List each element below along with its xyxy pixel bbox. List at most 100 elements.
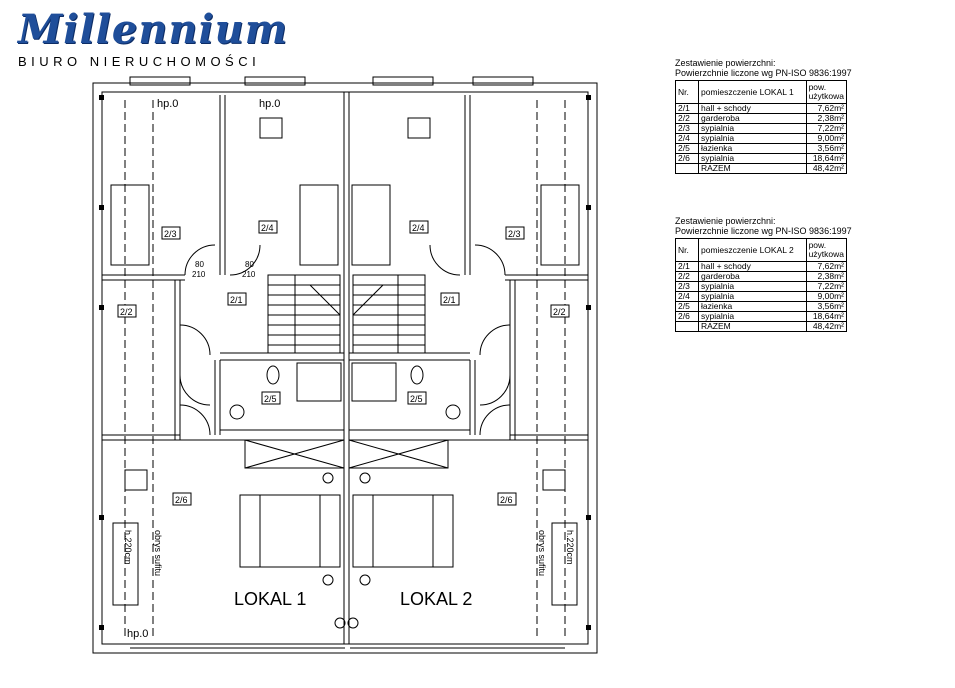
room-label: 2/4 xyxy=(261,223,274,233)
ceiling-outline-right: obrys sufitu xyxy=(537,530,547,576)
door-arc-r5 xyxy=(479,404,511,436)
cell-room: hall + schody xyxy=(698,103,807,114)
company-logo: Millennium BIURO NIERUCHOMOŚCI xyxy=(18,8,318,70)
area-table-2: Zestawienie powierzchni: Powierzchnie li… xyxy=(675,216,875,332)
lamp-1 xyxy=(322,472,334,484)
outer-wall-outer xyxy=(92,82,598,654)
cell-area: 9,00m² xyxy=(805,133,848,144)
room-label: 2/6 xyxy=(175,495,188,505)
cell-area: 7,62m² xyxy=(805,103,848,114)
cell-nr: 2/4 xyxy=(675,133,699,144)
room-label: 2/2 xyxy=(120,307,133,317)
cell-room: sypialnia xyxy=(698,153,807,164)
cabinet-right xyxy=(348,439,449,469)
cell-area: 9,00m² xyxy=(805,291,848,302)
cell-nr: 2/6 xyxy=(675,153,699,164)
party-wall xyxy=(343,91,350,645)
cell-nr: 2/5 xyxy=(675,143,699,154)
hp-label-3: hp.0 xyxy=(127,628,148,640)
cell-area: 3,56m² xyxy=(805,301,848,312)
cell-area: 2,38m² xyxy=(805,113,848,124)
room-label: 2/5 xyxy=(264,394,277,404)
cell-area: 2,38m² xyxy=(805,271,848,282)
stairs-left-treads xyxy=(268,275,341,353)
cell-area: 48,42m² xyxy=(805,163,848,174)
cell-nr: 2/3 xyxy=(675,281,699,292)
cell-room: garderoba xyxy=(698,271,807,282)
door-arc-l4 xyxy=(179,374,211,406)
cell-area: 7,62m² xyxy=(805,261,848,272)
cell-area: 18,64m² xyxy=(805,311,848,322)
window-top-4 xyxy=(472,76,534,86)
bed-room26-right xyxy=(352,494,454,568)
cell-area: 3,56m² xyxy=(805,143,848,154)
cell-nr: 2/6 xyxy=(675,311,699,322)
area-table-1: Zestawienie powierzchni: Powierzchnie li… xyxy=(675,58,875,174)
window-top-3 xyxy=(372,76,434,86)
sink-left xyxy=(229,404,245,420)
cell-area: 48,42m² xyxy=(805,321,848,332)
entry-circle-2 xyxy=(347,617,359,629)
header-nr: Nr. xyxy=(675,238,699,262)
bed-room24-left xyxy=(299,184,339,266)
room-label: 2/3 xyxy=(164,229,177,239)
cell-nr: 2/2 xyxy=(675,271,699,282)
cell-nr: 2/1 xyxy=(675,261,699,272)
cell-room: sypialnia xyxy=(698,281,807,292)
cabinet-left xyxy=(244,439,345,469)
floor-plan: hp.0 hp.0 hp.0 80 210 80 210 LOKAL 1 LOK… xyxy=(92,76,598,654)
cell-area: 7,22m² xyxy=(805,123,848,134)
door-arc-r3 xyxy=(479,324,511,356)
cell-area: 18,64m² xyxy=(805,153,848,164)
room-label: 2/1 xyxy=(230,295,243,305)
cell-nr: 2/4 xyxy=(675,291,699,302)
room-label: 2/6 xyxy=(500,495,513,505)
cell-nr: 2/3 xyxy=(675,123,699,134)
room-label: 2/1 xyxy=(443,295,456,305)
hp-label-2: hp.0 xyxy=(259,98,280,110)
header-nr: Nr. xyxy=(675,80,699,104)
cell-room: sypialnia xyxy=(698,123,807,134)
area-table: Nr. pomieszczenie LOKAL 2 pow. użytkowa … xyxy=(675,238,848,332)
ceiling-box-left xyxy=(112,522,139,606)
toilet-right xyxy=(410,365,424,385)
cell-room: garderoba xyxy=(698,113,807,124)
door-arc-l5 xyxy=(179,404,211,436)
shower-right xyxy=(351,362,397,402)
bed-room23-right xyxy=(540,184,580,266)
door1-width: 80 xyxy=(195,260,204,269)
room-label: 2/5 xyxy=(410,394,423,404)
sink-right xyxy=(445,404,461,420)
unit-label-2: LOKAL 2 xyxy=(400,589,472,609)
table-title-line1: Zestawienie powierzchni: xyxy=(675,58,776,68)
header-room: pomieszczenie LOKAL 2 xyxy=(698,238,807,262)
shower-left xyxy=(296,362,342,402)
stairs-left xyxy=(267,274,341,354)
logo-brand: Millennium xyxy=(18,6,289,53)
unit-label-1: LOKAL 1 xyxy=(234,589,306,609)
cell-room: łazienka xyxy=(698,301,807,312)
cell-nr: 2/5 xyxy=(675,301,699,312)
toilet-left xyxy=(266,365,280,385)
header-room: pomieszczenie LOKAL 1 xyxy=(698,80,807,104)
table-title-line2: Powierzchnie liczone wg PN-ISO 9836:1997 xyxy=(675,226,852,236)
entry-circle-1 xyxy=(334,617,346,629)
area-table: Nr. pomieszczenie LOKAL 1 pow. użytkowa … xyxy=(675,80,848,174)
cell-room: RAZEM xyxy=(698,163,807,174)
door-arc-l1 xyxy=(184,244,216,276)
stairs-right xyxy=(352,274,426,354)
window-top-2 xyxy=(244,76,306,86)
